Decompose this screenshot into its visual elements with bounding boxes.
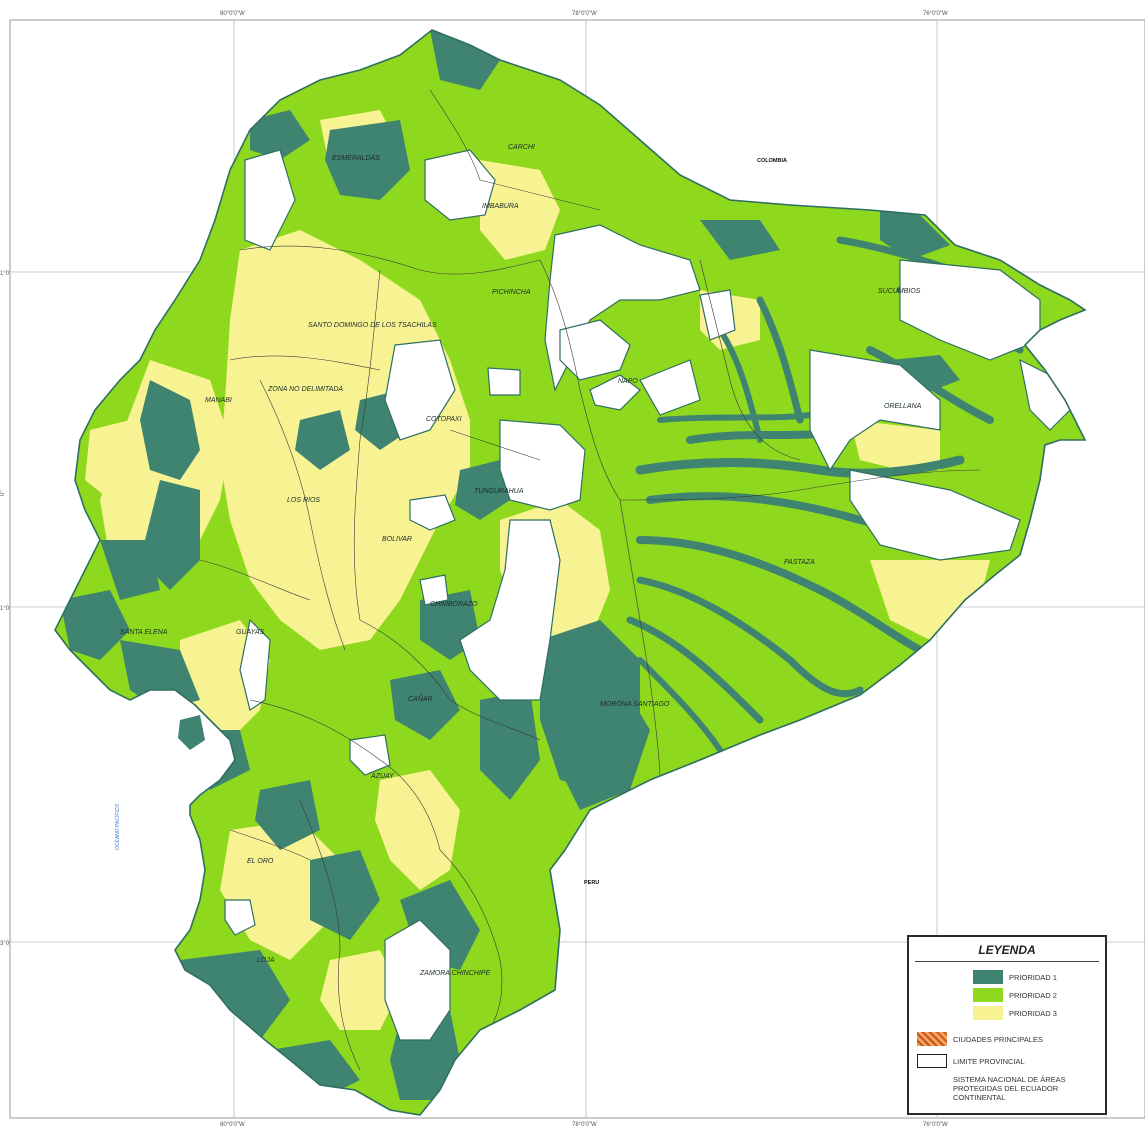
province-label: ZONA NO DELIMITADA	[267, 386, 343, 393]
province-label: SUCUMBIOS	[878, 288, 921, 295]
province-label: GUAYAS	[236, 629, 265, 636]
province-label: PICHINCHA	[492, 289, 531, 296]
province-label: COTOPAXI	[426, 416, 462, 423]
legend-label: PRIORIDAD 2	[1009, 990, 1057, 1000]
ocean-label: OCÉANO PACÍFICO	[114, 804, 121, 850]
map-legend: LEYENDA PRIORIDAD 1 PRIORIDAD 2 PRIORIDA…	[907, 935, 1107, 1115]
coord-label-left: 1°0'	[0, 271, 10, 277]
puna-island	[178, 715, 205, 750]
province-label: ZAMORA CHINCHIPE	[419, 970, 490, 977]
province-label: MANABI	[205, 397, 232, 404]
legend-item-protected-areas: SISTEMA NACIONAL DE ÁREAS PROTEGIDAS DEL…	[917, 1075, 1103, 1102]
legend-label: SISTEMA NACIONAL DE ÁREAS PROTEGIDAS DEL…	[953, 1075, 1066, 1102]
province-label: IMBABURA	[482, 203, 519, 210]
province-label: CHIMBORAZO	[430, 601, 478, 608]
country-outline	[54, 29, 1087, 1116]
legend-label: LIMITE PROVINCIAL	[953, 1056, 1025, 1066]
coord-label-top: 76°0'0"W	[923, 11, 948, 17]
legend-label: PRIORIDAD 1	[1009, 972, 1057, 982]
province-label: EL ORO	[247, 858, 274, 865]
province-label: ORELLANA	[884, 403, 922, 410]
country-label-peru: PERU	[584, 880, 599, 886]
amazon-priority-bands	[626, 236, 1024, 753]
legend-swatch	[973, 1006, 1003, 1020]
priority-1-zones	[60, 30, 960, 1100]
province-label: SANTO DOMINGO DE LOS TSACHILAS	[308, 322, 437, 329]
hatch-swatch	[917, 1032, 947, 1046]
coord-label-top: 78°0'0"W	[572, 11, 597, 17]
legend-label: PRIORIDAD 3	[1009, 1008, 1057, 1018]
province-label: BOLIVAR	[382, 536, 412, 543]
legend-swatch	[973, 988, 1003, 1002]
map-frame	[9, 19, 1145, 1119]
province-label: LOS RIOS	[287, 497, 320, 504]
legend-title: LEYENDA	[978, 943, 1036, 957]
coord-label-bottom: 76°0'0"W	[923, 1122, 948, 1128]
province-label: NAPO	[618, 378, 638, 385]
protected-areas	[224, 149, 1071, 1041]
province-label: AZUAY	[370, 773, 395, 780]
province-label: CARCHI	[508, 144, 535, 151]
legend-item-priority-1: PRIORIDAD 1	[973, 970, 1057, 984]
legend-item-cities: CIUDADES PRINCIPALES	[917, 1032, 1043, 1046]
province-label: LOJA	[257, 957, 275, 964]
legend-label: CIUDADES PRINCIPALES	[953, 1034, 1043, 1044]
legend-item-provincial-limit: LIMITE PROVINCIAL	[917, 1054, 1025, 1068]
coord-label-top: 80°0'0"W	[220, 11, 245, 17]
legend-divider	[915, 961, 1099, 962]
coord-label-bottom: 80°0'0"W	[220, 1122, 245, 1128]
province-label: TUNGURAHUA	[474, 488, 524, 495]
province-label: SANTA ELENA	[120, 629, 168, 636]
legend-swatch	[917, 1054, 947, 1068]
coord-label-left: 1°0'	[0, 606, 10, 612]
province-label: MORONA SANTIAGO	[600, 701, 670, 708]
coord-label-left: 3°0'	[0, 941, 10, 947]
province-boundaries	[199, 89, 981, 1071]
province-label: CAÑAR	[408, 694, 433, 703]
legend-swatch	[973, 970, 1003, 984]
legend-swatch	[917, 1081, 947, 1096]
province-label: ESMERALDAS	[332, 155, 380, 162]
coord-label-bottom: 78°0'0"W	[572, 1122, 597, 1128]
country-label-colombia: COLOMBIA	[757, 158, 787, 164]
legend-item-priority-2: PRIORIDAD 2	[973, 988, 1057, 1002]
coord-label-left: 0°	[0, 490, 6, 496]
legend-item-priority-3: PRIORIDAD 3	[973, 1006, 1057, 1020]
province-label: PASTAZA	[784, 559, 815, 566]
